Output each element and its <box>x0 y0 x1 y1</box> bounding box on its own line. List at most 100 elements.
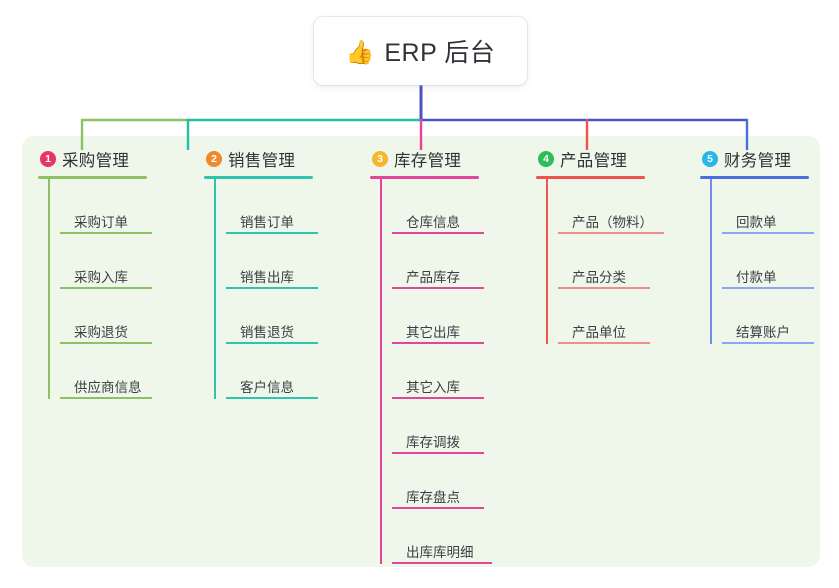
item-rule <box>722 342 814 344</box>
item-label: 其它出库 <box>406 325 460 340</box>
item-rule <box>558 342 650 344</box>
item-rule <box>392 232 484 234</box>
item-rule <box>392 287 484 289</box>
item-rule <box>60 287 152 289</box>
item-label: 库存盘点 <box>406 490 460 505</box>
branch-items-4: 产品（物料） 产品分类 产品单位 <box>546 179 696 344</box>
item-rule <box>60 342 152 344</box>
item-rule <box>226 397 318 399</box>
list-item[interactable]: 供应商信息 <box>60 344 188 399</box>
item-label: 客户信息 <box>240 380 294 395</box>
branch-title-2: 销售管理 <box>228 152 296 170</box>
list-item[interactable]: 产品单位 <box>558 289 696 344</box>
page-title: ERP 后台 <box>384 39 496 67</box>
branch-stem-5 <box>710 179 712 344</box>
list-item[interactable]: 采购退货 <box>60 289 188 344</box>
item-rule <box>392 562 492 564</box>
item-rule <box>60 232 152 234</box>
branch-stem-1 <box>48 179 50 399</box>
branch-items-3: 仓库信息 产品库存 其它出库 其它入库 库存调拨 库存盘点 <box>380 179 530 564</box>
list-item[interactable]: 结算账户 <box>722 289 839 344</box>
item-label: 产品库存 <box>406 270 460 285</box>
branch-header-5[interactable]: 5 财务管理 <box>700 146 839 172</box>
item-label: 回款单 <box>736 215 777 230</box>
item-rule <box>558 232 664 234</box>
list-item[interactable]: 产品库存 <box>392 234 530 289</box>
branch-header-4[interactable]: 4 产品管理 <box>536 146 696 172</box>
branch-rule-1 <box>38 176 147 179</box>
list-item[interactable]: 产品（物料） <box>558 179 696 234</box>
branch-rule-5 <box>700 176 809 179</box>
branch-header-3[interactable]: 3 库存管理 <box>370 146 530 172</box>
branch-title-3: 库存管理 <box>394 152 462 170</box>
list-item[interactable]: 回款单 <box>722 179 839 234</box>
list-item[interactable]: 销售退货 <box>226 289 354 344</box>
item-label: 销售退货 <box>240 325 294 340</box>
branch-stem-3 <box>380 179 382 564</box>
branch-column-5: 5 财务管理 回款单 付款单 结算账户 <box>700 146 839 344</box>
branches-panel <box>22 136 820 567</box>
item-rule <box>226 342 318 344</box>
item-rule <box>60 397 152 399</box>
list-item[interactable]: 产品分类 <box>558 234 696 289</box>
item-label: 采购退货 <box>74 325 128 340</box>
item-rule <box>392 452 484 454</box>
list-item[interactable]: 采购订单 <box>60 179 188 234</box>
list-item[interactable]: 采购入库 <box>60 234 188 289</box>
item-label: 采购订单 <box>74 215 128 230</box>
item-rule <box>722 287 814 289</box>
branch-items-5: 回款单 付款单 结算账户 <box>710 179 839 344</box>
branch-rule-4 <box>536 176 645 179</box>
root-node-card[interactable]: 👍 ERP 后台 <box>314 17 527 85</box>
branch-column-2: 2 销售管理 销售订单 销售出库 销售退货 客户信息 <box>204 146 354 399</box>
list-item[interactable]: 其它出库 <box>392 289 530 344</box>
item-label: 其它入库 <box>406 380 460 395</box>
branch-badge-3: 3 <box>372 151 388 167</box>
thumbs-up-icon: 👍 <box>345 38 375 65</box>
item-label: 付款单 <box>736 270 777 285</box>
item-rule <box>392 342 484 344</box>
list-item[interactable]: 出库库明细 <box>392 509 530 564</box>
item-label: 结算账户 <box>736 325 790 340</box>
branch-badge-4: 4 <box>538 151 554 167</box>
branch-column-4: 4 产品管理 产品（物料） 产品分类 产品单位 <box>536 146 696 344</box>
list-item[interactable]: 销售出库 <box>226 234 354 289</box>
branch-badge-5: 5 <box>702 151 718 167</box>
item-label: 产品（物料） <box>572 215 653 230</box>
item-rule <box>226 287 318 289</box>
branch-column-1: 1 采购管理 采购订单 采购入库 采购退货 供应商信息 <box>38 146 188 399</box>
branch-items-2: 销售订单 销售出库 销售退货 客户信息 <box>214 179 354 399</box>
item-label: 仓库信息 <box>406 215 460 230</box>
list-item[interactable]: 付款单 <box>722 234 839 289</box>
branch-badge-2: 2 <box>206 151 222 167</box>
list-item[interactable]: 销售订单 <box>226 179 354 234</box>
item-rule <box>226 232 318 234</box>
item-rule <box>392 397 484 399</box>
item-label: 库存调拨 <box>406 435 460 450</box>
list-item[interactable]: 仓库信息 <box>392 179 530 234</box>
item-label: 销售订单 <box>240 215 294 230</box>
branch-rule-2 <box>204 176 313 179</box>
item-rule <box>392 507 484 509</box>
list-item[interactable]: 客户信息 <box>226 344 354 399</box>
branch-badge-1: 1 <box>40 151 56 167</box>
item-label: 产品单位 <box>572 325 626 340</box>
branch-items-1: 采购订单 采购入库 采购退货 供应商信息 <box>48 179 188 399</box>
branch-column-3: 3 库存管理 仓库信息 产品库存 其它出库 其它入库 库存调拨 <box>370 146 530 564</box>
branch-header-2[interactable]: 2 销售管理 <box>204 146 354 172</box>
branch-title-4: 产品管理 <box>560 152 628 170</box>
branch-rule-3 <box>370 176 479 179</box>
item-label: 出库库明细 <box>406 545 474 560</box>
branch-stem-4 <box>546 179 548 344</box>
list-item[interactable]: 库存盘点 <box>392 454 530 509</box>
list-item[interactable]: 库存调拨 <box>392 399 530 454</box>
item-label: 销售出库 <box>240 270 294 285</box>
item-rule <box>558 287 650 289</box>
list-item[interactable]: 其它入库 <box>392 344 530 399</box>
root-node-content: 👍 ERP 后台 <box>346 33 496 69</box>
item-label: 采购入库 <box>74 270 128 285</box>
branch-title-1: 采购管理 <box>62 152 130 170</box>
item-label: 产品分类 <box>572 270 626 285</box>
branch-header-1[interactable]: 1 采购管理 <box>38 146 188 172</box>
